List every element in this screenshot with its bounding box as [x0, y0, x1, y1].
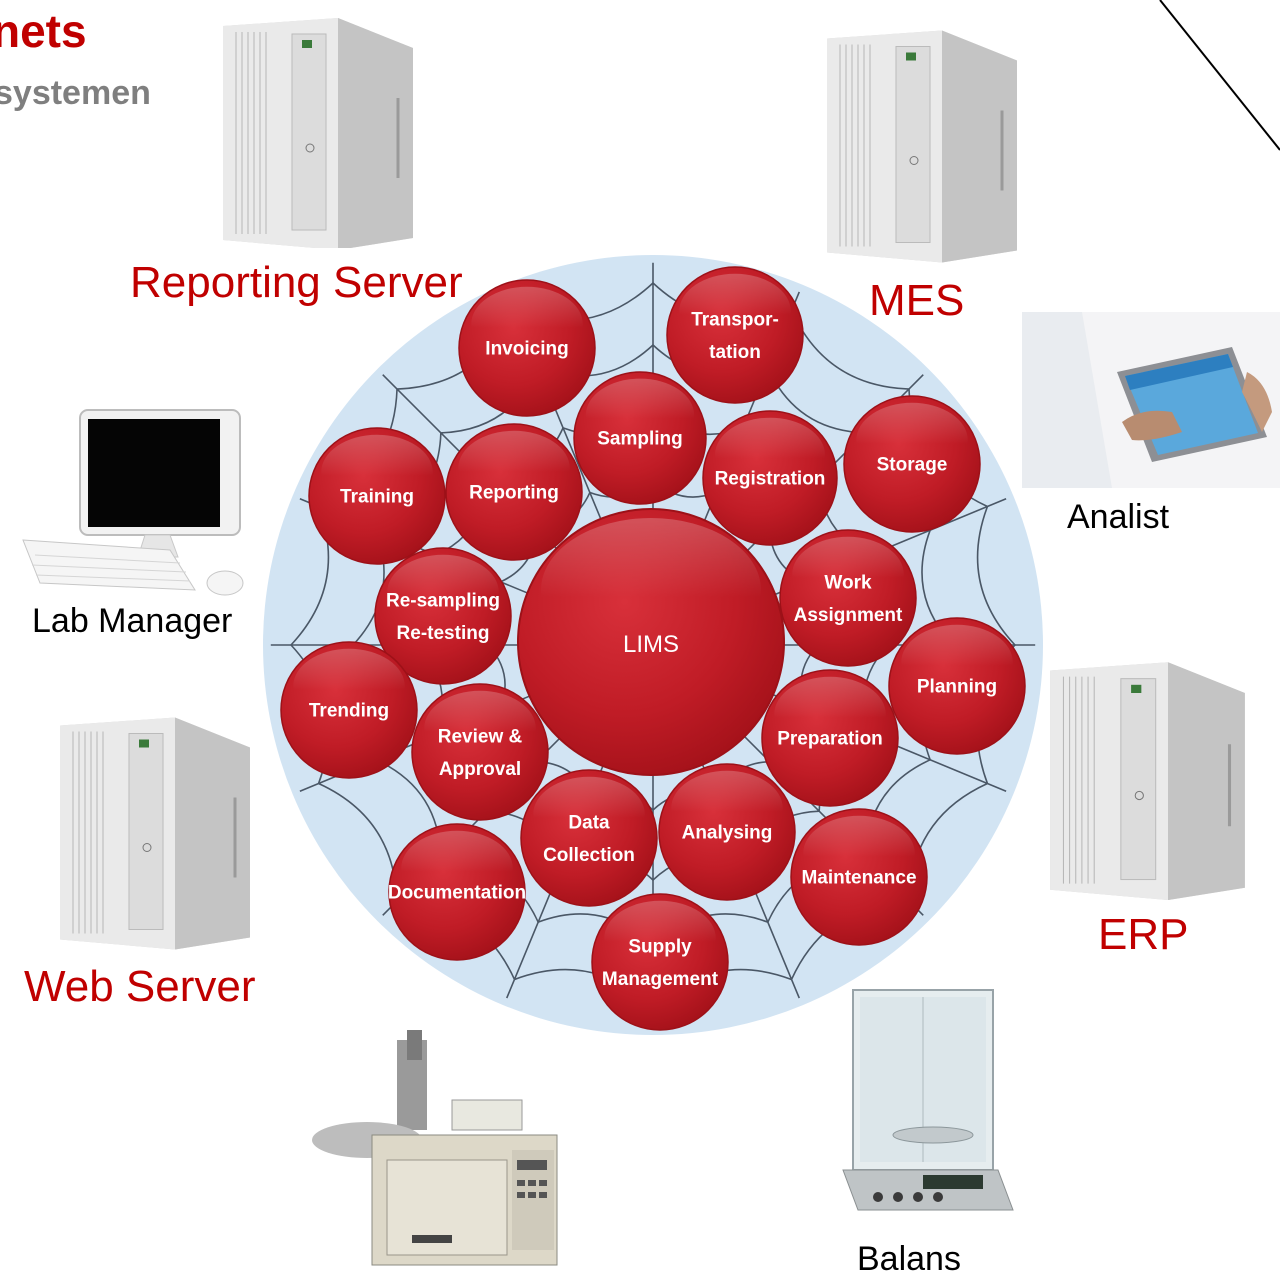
server-icon	[1050, 662, 1245, 900]
module-review-label: Approval	[439, 759, 521, 780]
module-data-collection-shine	[533, 776, 645, 852]
lab-manager-label: Lab Manager	[32, 602, 233, 640]
module-work-assignment-label: Work	[824, 573, 872, 594]
mes-label: MES	[869, 276, 965, 325]
monitor-icon	[22, 409, 244, 596]
module-storage-label: Storage	[877, 455, 948, 476]
module-registration: Registration	[702, 410, 838, 546]
module-training-shine	[321, 434, 433, 510]
module-trending: Trending	[280, 641, 418, 779]
server-icon	[223, 18, 413, 248]
module-reporting: Reporting	[445, 423, 583, 561]
module-reporting-shine	[458, 430, 570, 506]
module-storage-shine	[856, 402, 968, 478]
module-sampling-label: Sampling	[597, 429, 683, 450]
module-trending-label: Trending	[309, 701, 389, 722]
module-analysing-shine	[671, 770, 783, 846]
module-preparation: Preparation	[761, 669, 899, 807]
analist-label: Analist	[1067, 498, 1170, 536]
server-icon	[60, 717, 250, 950]
lims-center-label: LIMS	[623, 631, 679, 658]
module-documentation-label: Documentation	[388, 883, 526, 904]
slide-subtitle: systemen	[0, 74, 151, 112]
lims-center: LIMS	[517, 508, 785, 776]
module-resampling-shine	[387, 554, 499, 630]
module-trending-shine	[293, 648, 405, 724]
module-analysing: Analysing	[658, 763, 796, 901]
module-documentation: Documentation	[388, 823, 526, 961]
module-transportation-label: Transpor-	[691, 310, 779, 331]
gas-chromatograph-icon	[312, 1030, 558, 1266]
module-invoicing-label: Invoicing	[485, 339, 568, 360]
module-preparation-label: Preparation	[777, 729, 883, 750]
module-analysing-label: Analysing	[682, 823, 773, 844]
lims-center-shine	[541, 518, 761, 662]
module-reporting-label: Reporting	[469, 483, 559, 504]
module-data-collection-label: Data	[568, 813, 610, 834]
module-sampling-shine	[585, 378, 695, 452]
module-work-assignment-label: Assignment	[794, 605, 903, 626]
module-invoicing-shine	[471, 286, 583, 362]
web-server-label: Web Server	[24, 962, 256, 1011]
erp-label: ERP	[1098, 910, 1189, 959]
module-registration-label: Registration	[715, 469, 826, 490]
module-review: Review & Approval	[411, 683, 549, 821]
module-maintenance-shine	[803, 815, 915, 891]
balance-icon	[842, 989, 1014, 1211]
module-storage: Storage	[843, 395, 981, 533]
slide-title: nets	[0, 5, 87, 57]
module-registration-shine	[715, 417, 825, 492]
module-planning-label: Planning	[917, 677, 997, 698]
module-review-shine	[424, 690, 536, 766]
module-invoicing: Invoicing	[458, 279, 596, 417]
server-icon	[827, 30, 1017, 263]
module-supply-label: Management	[602, 969, 719, 990]
module-documentation-shine	[401, 830, 513, 906]
module-maintenance: Maintenance	[790, 808, 928, 946]
module-training-label: Training	[340, 487, 414, 508]
module-work-assignment-shine	[792, 536, 904, 612]
balans-label: Balans	[857, 1240, 961, 1278]
module-resampling-label: Re-testing	[397, 623, 490, 644]
module-supply-label: Supply	[628, 937, 692, 958]
reporting-server-label: Reporting Server	[130, 258, 463, 307]
module-data-collection-label: Collection	[543, 845, 635, 866]
module-planning: Planning	[888, 617, 1026, 755]
module-transportation-shine	[679, 273, 791, 349]
tablet-icon	[1022, 312, 1280, 488]
module-supply-shine	[604, 900, 716, 976]
module-preparation-shine	[774, 676, 886, 752]
module-transportation: Transpor-tation	[666, 266, 804, 404]
module-maintenance-label: Maintenance	[801, 868, 916, 889]
module-review-label: Review &	[438, 727, 523, 748]
module-training: Training	[308, 427, 446, 565]
module-resampling-label: Re-sampling	[386, 591, 500, 612]
module-transportation-label: tation	[709, 342, 761, 363]
module-sampling: Sampling	[573, 371, 707, 505]
module-planning-shine	[901, 624, 1013, 700]
